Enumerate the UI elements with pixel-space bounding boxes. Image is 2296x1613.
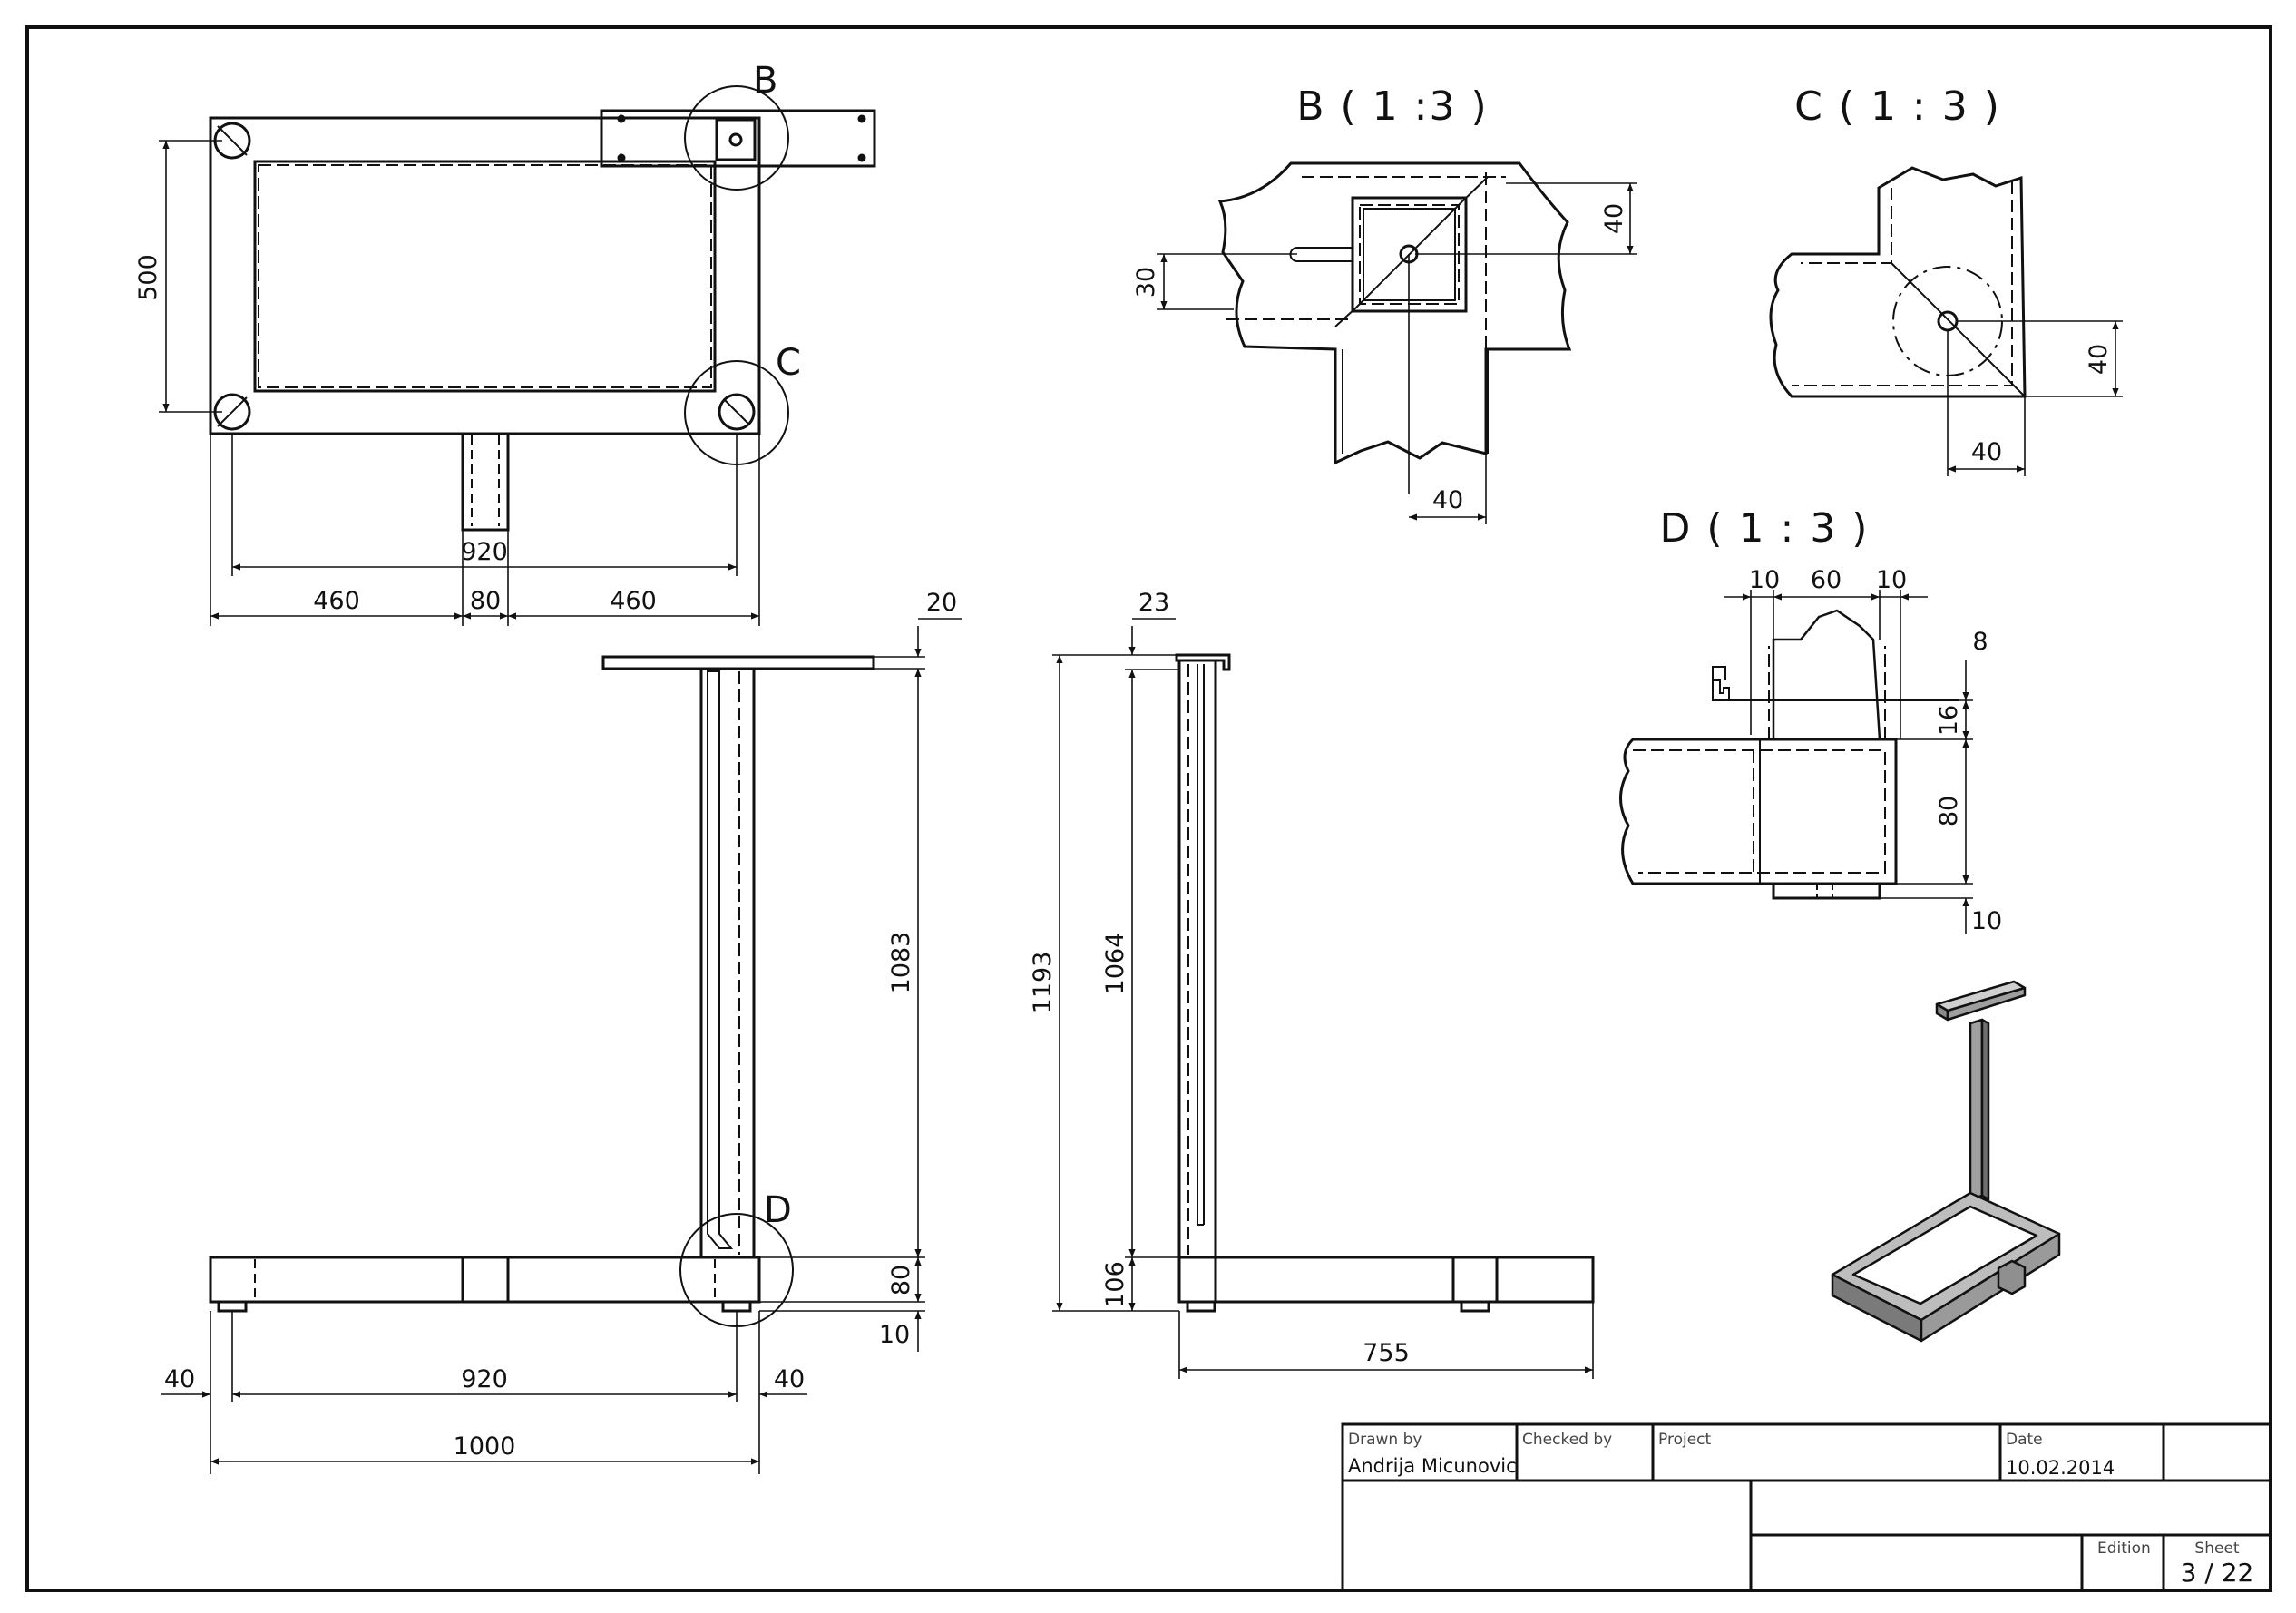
front-dim-left-offset: 40	[164, 1365, 195, 1393]
top-dim-right: 460	[610, 587, 657, 615]
title-block-frame	[1341, 1422, 2272, 1592]
front-foot-right	[721, 1300, 752, 1313]
detail-b-dim-offset: 30	[1132, 267, 1160, 298]
side-foot-right	[1460, 1300, 1490, 1313]
front-dim-base-height: 80	[887, 1265, 915, 1295]
side-base-beam	[1177, 1256, 1595, 1304]
detail-b-dim-height: 40	[1600, 203, 1628, 234]
front-dim-right-offset: 40	[774, 1365, 805, 1393]
front-dim-plate: 20	[926, 589, 957, 617]
side-view-dimensions	[1052, 618, 1594, 1379]
detail-b-dim-width: 40	[1432, 486, 1463, 514]
side-foot-left	[1186, 1300, 1216, 1313]
detail-label-b: B	[753, 60, 777, 102]
project-label: Project	[1658, 1431, 1711, 1449]
front-column	[699, 667, 756, 1259]
top-dim-height: 500	[134, 254, 162, 301]
drawn-by-label: Drawn by	[1348, 1431, 1422, 1449]
side-dim-column: 1064	[1101, 933, 1129, 995]
front-base-beam	[209, 1256, 761, 1304]
checked-by-label: Checked by	[1522, 1431, 1612, 1449]
isometric-view	[1831, 980, 2061, 1343]
detail-c-dim-height: 40	[2085, 344, 2113, 375]
front-dim-span: 920	[461, 1365, 508, 1393]
side-dim-total: 1193	[1029, 952, 1057, 1014]
detail-d-dim-foot: 10	[1971, 907, 2002, 935]
drawn-by-value: Andrija Micunovic	[1348, 1455, 1517, 1477]
top-dim-middle: 80	[470, 587, 501, 615]
detail-label-d: D	[764, 1189, 792, 1231]
top-view-inner-opening	[253, 160, 717, 393]
detail-c-view	[1769, 166, 2027, 398]
front-dim-total: 1000	[454, 1432, 516, 1461]
detail-d-dim-left: 10	[1749, 566, 1780, 594]
edition-label: Edition	[2097, 1540, 2151, 1558]
top-view-inner-dashed	[258, 164, 712, 388]
detail-c-dimensions	[1947, 320, 2123, 476]
date-label: Date	[2006, 1431, 2043, 1449]
detail-d-dim-center: 60	[1811, 566, 1842, 594]
detail-d-dim-right: 10	[1876, 566, 1907, 594]
detail-d-view	[1619, 609, 1959, 900]
detail-b-dimensions	[1157, 182, 1637, 524]
top-dim-inner: 920	[461, 538, 508, 566]
date-value: 10.02.2014	[2006, 1457, 2115, 1479]
sheet-value: 3 / 22	[2181, 1558, 2254, 1588]
top-view-top-plate	[600, 109, 876, 168]
front-top-plate	[601, 655, 875, 670]
side-view	[1175, 653, 1595, 1313]
detail-c-title: C ( 1 : 3 )	[1794, 83, 2001, 130]
detail-d-dim-mid: 16	[1935, 705, 1963, 736]
front-foot-left	[217, 1300, 248, 1313]
front-view	[209, 655, 875, 1327]
sheet-border	[25, 25, 2272, 1592]
detail-d-foot	[1772, 882, 1881, 900]
detail-d-column	[1772, 609, 1881, 740]
top-view	[209, 85, 876, 532]
title-block	[1341, 1422, 2272, 1592]
detail-b-title: B ( 1 :3 )	[1296, 83, 1488, 130]
detail-c-outline	[1769, 166, 2027, 398]
detail-c-dim-width: 40	[1971, 438, 2002, 466]
detail-d-dimensions	[1724, 590, 1973, 934]
detail-d-title: D ( 1 : 3 )	[1660, 505, 1870, 552]
side-dim-top-gap: 23	[1138, 589, 1169, 617]
detail-b-view	[1217, 161, 1572, 494]
front-view-dimensions	[161, 618, 962, 1474]
front-dim-foot: 10	[879, 1321, 910, 1349]
detail-d-dim-top: 8	[1972, 628, 1988, 656]
top-dim-left: 460	[313, 587, 360, 615]
top-view-stem	[461, 432, 510, 532]
side-dim-depth: 755	[1363, 1339, 1410, 1367]
side-top-plate	[1175, 653, 1231, 671]
sheet-label: Sheet	[2194, 1540, 2239, 1558]
top-view-dimensions	[159, 140, 760, 626]
front-dim-height: 1083	[887, 932, 915, 994]
detail-b-outline	[1217, 161, 1572, 465]
detail-d-dim-tube: 80	[1935, 796, 1963, 826]
side-dim-bottom: 106	[1101, 1261, 1129, 1308]
detail-label-c: C	[776, 342, 801, 384]
